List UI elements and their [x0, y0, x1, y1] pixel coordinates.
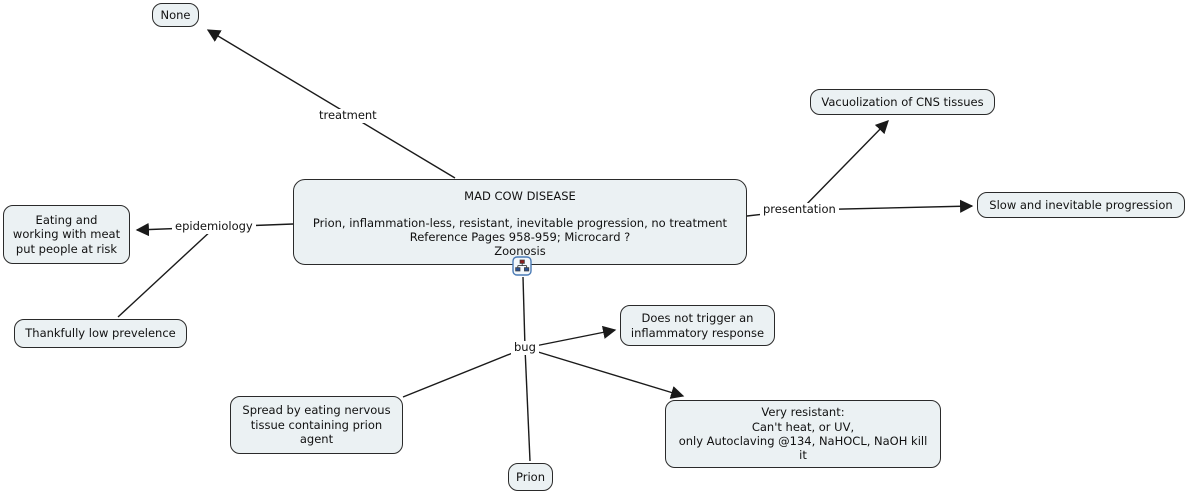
node-prion[interactable]: Prion: [508, 463, 553, 491]
node-spread-label: Spread by eating nervous tissue containi…: [242, 403, 391, 447]
link-label-presentation-text: presentation: [763, 202, 836, 216]
node-no-inflammation[interactable]: Does not trigger an inflammatory respons…: [620, 305, 775, 346]
link-label-treatment-text: treatment: [319, 108, 377, 122]
connector-bug-spread: [402, 347, 526, 398]
connector-epidemiology-prevalence: [117, 228, 214, 318]
connector-presentation-vacuolization: [800, 120, 889, 211]
link-label-bug-text: bug: [514, 340, 536, 354]
node-prion-label: Prion: [516, 469, 545, 484]
connector-main-bug: [522, 276, 526, 349]
node-eating-risk[interactable]: Eating and working with meat put people …: [3, 205, 130, 264]
node-no-inflammation-label: Does not trigger an inflammatory respons…: [630, 311, 765, 340]
node-progression-label: Slow and inevitable progression: [989, 197, 1173, 212]
main-node-body: Prion, inflammation-less, resistant, ine…: [312, 215, 728, 259]
connector-treatment-none: [206, 29, 456, 179]
node-eating-risk-label: Eating and working with meat put people …: [12, 212, 121, 256]
sitemap-resource-icon[interactable]: [512, 256, 532, 276]
node-vacuolization-label: Vacuolization of CNS tissues: [821, 94, 984, 109]
node-none[interactable]: None: [152, 3, 199, 27]
node-resistant[interactable]: Very resistant: Can't heat, or UV, only …: [665, 400, 941, 468]
connector-bug-resistant: [524, 347, 685, 399]
connector-bug-noinflammation: [524, 325, 617, 349]
link-label-bug[interactable]: bug: [511, 340, 539, 355]
link-label-treatment[interactable]: treatment: [316, 108, 380, 123]
node-low-prevalence-label: Thankfully low prevelence: [25, 326, 176, 341]
node-low-prevalence[interactable]: Thankfully low prevelence: [14, 319, 187, 348]
main-node-title: MAD COW DISEASE: [464, 189, 576, 204]
node-progression[interactable]: Slow and inevitable progression: [977, 192, 1185, 218]
node-none-label: None: [160, 7, 191, 22]
node-resistant-label: Very resistant: Can't heat, or UV, only …: [678, 405, 928, 463]
node-vacuolization[interactable]: Vacuolization of CNS tissues: [810, 89, 995, 115]
connector-bug-prion: [524, 347, 531, 462]
link-label-presentation[interactable]: presentation: [760, 202, 839, 217]
link-label-epidemiology[interactable]: epidemiology: [172, 219, 256, 234]
node-spread[interactable]: Spread by eating nervous tissue containi…: [230, 396, 403, 454]
node-mad-cow-disease[interactable]: MAD COW DISEASE Prion, inflammation-less…: [293, 179, 747, 265]
link-label-epidemiology-text: epidemiology: [175, 219, 253, 233]
